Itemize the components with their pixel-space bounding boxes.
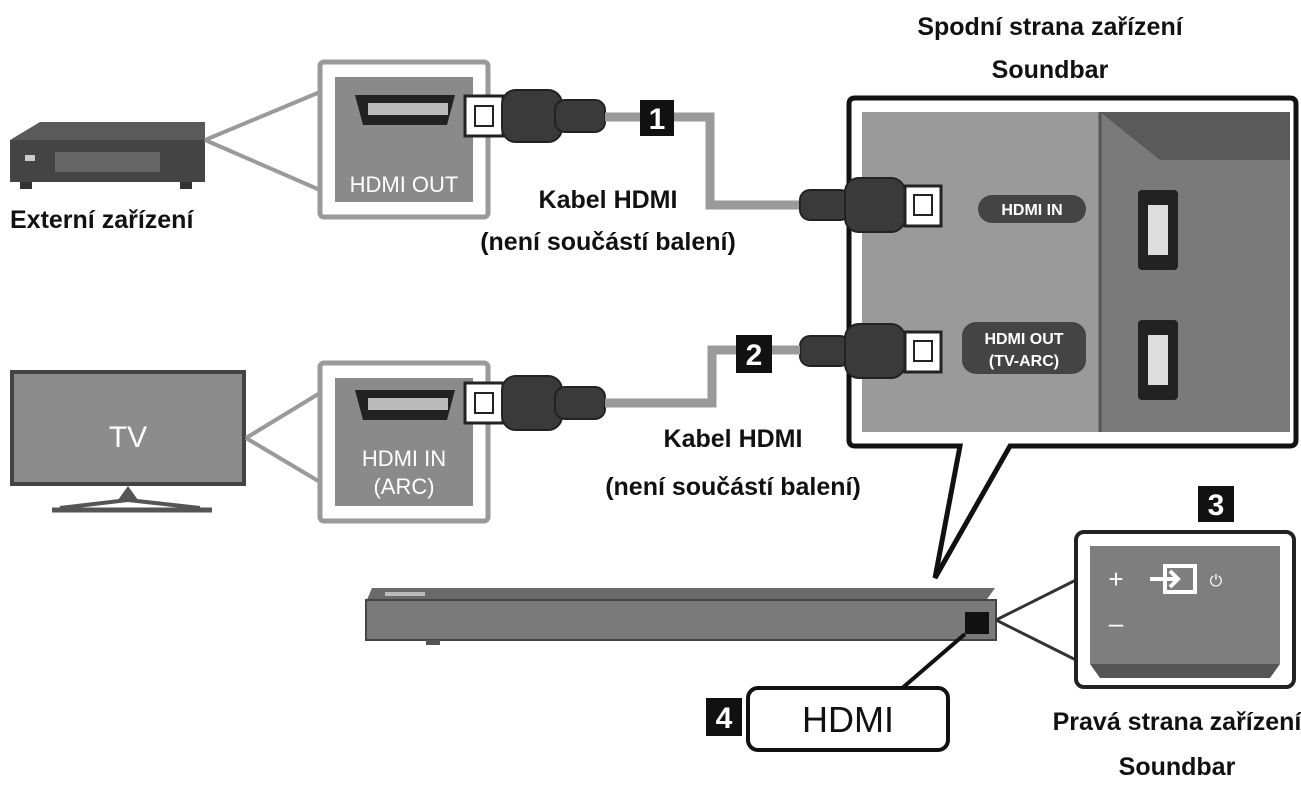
tv-hdmi-in-label-line2: (ARC) [373, 474, 434, 499]
step-1-badge [640, 100, 674, 136]
tv-hdmi-in-label-line1: HDMI IN [362, 446, 446, 471]
callout-line [898, 632, 967, 692]
callout-line [244, 391, 322, 440]
right-side-label-line2: Soundbar [1119, 753, 1236, 781]
power-icon: ⏻ [1210, 573, 1223, 590]
callout-line [995, 578, 1077, 622]
hdmi-plug-icon [799, 177, 943, 233]
external-device-icon [10, 122, 205, 189]
soundbar-bottom-panel [846, 95, 1299, 580]
bottom-side-label-line2: Soundbar [992, 56, 1109, 84]
tv-icon [10, 370, 246, 513]
cable-1-note: (není součástí balení) [480, 228, 736, 256]
callout-line [204, 138, 321, 192]
external-device-label: Externí zařízení [10, 206, 194, 234]
hdmi-plug-icon [799, 323, 943, 379]
step-3-badge [1198, 486, 1234, 522]
step-3-label: 3 [1208, 489, 1225, 522]
step-4-badge [706, 698, 742, 736]
hdmi-badge [746, 686, 950, 752]
step-2-badge [736, 335, 772, 373]
tv-screen-label: TV [109, 421, 147, 454]
volume-down-icon: – [1109, 608, 1124, 638]
bottom-side-label-line1: Spodní strana zařízení [917, 13, 1183, 41]
volume-up-icon: + [1108, 564, 1123, 594]
callout-line [204, 90, 321, 142]
external-hdmi-out-label: HDMI OUT [350, 172, 459, 197]
soundbar-icon [365, 588, 997, 645]
soundbar-hdmi-out-label-line2: (TV-ARC) [989, 353, 1059, 370]
step-1-label: 1 [649, 103, 666, 136]
callout-line [995, 618, 1077, 662]
right-side-label-line1: Pravá strana zařízení [1053, 708, 1301, 736]
soundbar-hdmi-out-label-line1: HDMI OUT [984, 331, 1063, 348]
soundbar-hdmi-in-pill [978, 195, 1086, 223]
soundbar-hdmi-out-pill [962, 322, 1086, 374]
step-2-label: 2 [746, 339, 763, 372]
soundbar-hdmi-in-label: HDMI IN [1001, 202, 1062, 219]
external-hdmi-out-zoom [317, 59, 491, 220]
cable-2-title: Kabel HDMI [664, 425, 803, 453]
soundbar-right-panel [1074, 530, 1296, 689]
callout-line [244, 436, 322, 484]
hdmi-plug-icon [463, 375, 606, 431]
cable-2-note: (není součástí balení) [605, 473, 861, 501]
step-4-label: 4 [716, 702, 733, 735]
cable-1-title: Kabel HDMI [539, 186, 678, 214]
tv-hdmi-in-zoom [317, 360, 491, 524]
source-input-icon [1150, 564, 1197, 594]
hdmi-badge-label: HDMI [802, 699, 894, 740]
hdmi-plug-icon [463, 89, 606, 143]
